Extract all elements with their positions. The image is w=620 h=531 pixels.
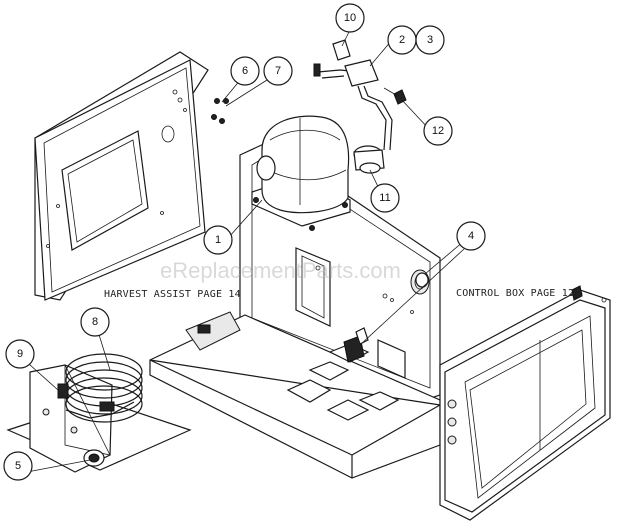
fitting-and-connector [343, 272, 429, 363]
callout-8: 8 [80, 307, 110, 337]
label-control-box: CONTROL BOX PAGE 12 [456, 288, 574, 299]
callout-9: 9 [5, 339, 35, 369]
callout-1-number: 1 [215, 234, 221, 246]
callout-8-number: 8 [92, 316, 98, 328]
callout-2: 2 [387, 25, 417, 55]
callout-4: 4 [456, 221, 486, 251]
base-pan [149, 311, 442, 479]
callout-1: 1 [203, 225, 233, 255]
callout-10-number: 10 [344, 12, 356, 24]
callout-11: 11 [370, 183, 400, 213]
screw-parts [211, 98, 229, 124]
callout-10: 10 [335, 3, 365, 33]
callout-5: 5 [3, 451, 33, 481]
callout-11-number: 11 [379, 192, 390, 204]
compressor [251, 115, 351, 231]
harvest-assist-assembly [6, 353, 192, 473]
callout-9-number: 9 [17, 348, 23, 360]
callout-3: 3 [415, 25, 445, 55]
callout-2-number: 2 [399, 34, 405, 46]
left-front-panel [34, 51, 209, 301]
callout-6: 6 [230, 56, 260, 86]
watermark: eReplacementParts.com [160, 258, 401, 283]
callout-3-number: 3 [427, 34, 433, 46]
callout-6-number: 6 [242, 65, 248, 77]
callout-4-number: 4 [468, 230, 474, 242]
right-side-panel [439, 285, 611, 521]
label-harvest-assist: HARVEST ASSIST PAGE 14 [104, 289, 241, 300]
callout-7: 7 [263, 56, 293, 86]
callout-7-number: 7 [275, 65, 281, 77]
callout-12-number: 12 [432, 125, 444, 137]
callout-5-number: 5 [15, 460, 21, 472]
callout-12: 12 [423, 116, 453, 146]
valve-assembly [313, 39, 407, 174]
